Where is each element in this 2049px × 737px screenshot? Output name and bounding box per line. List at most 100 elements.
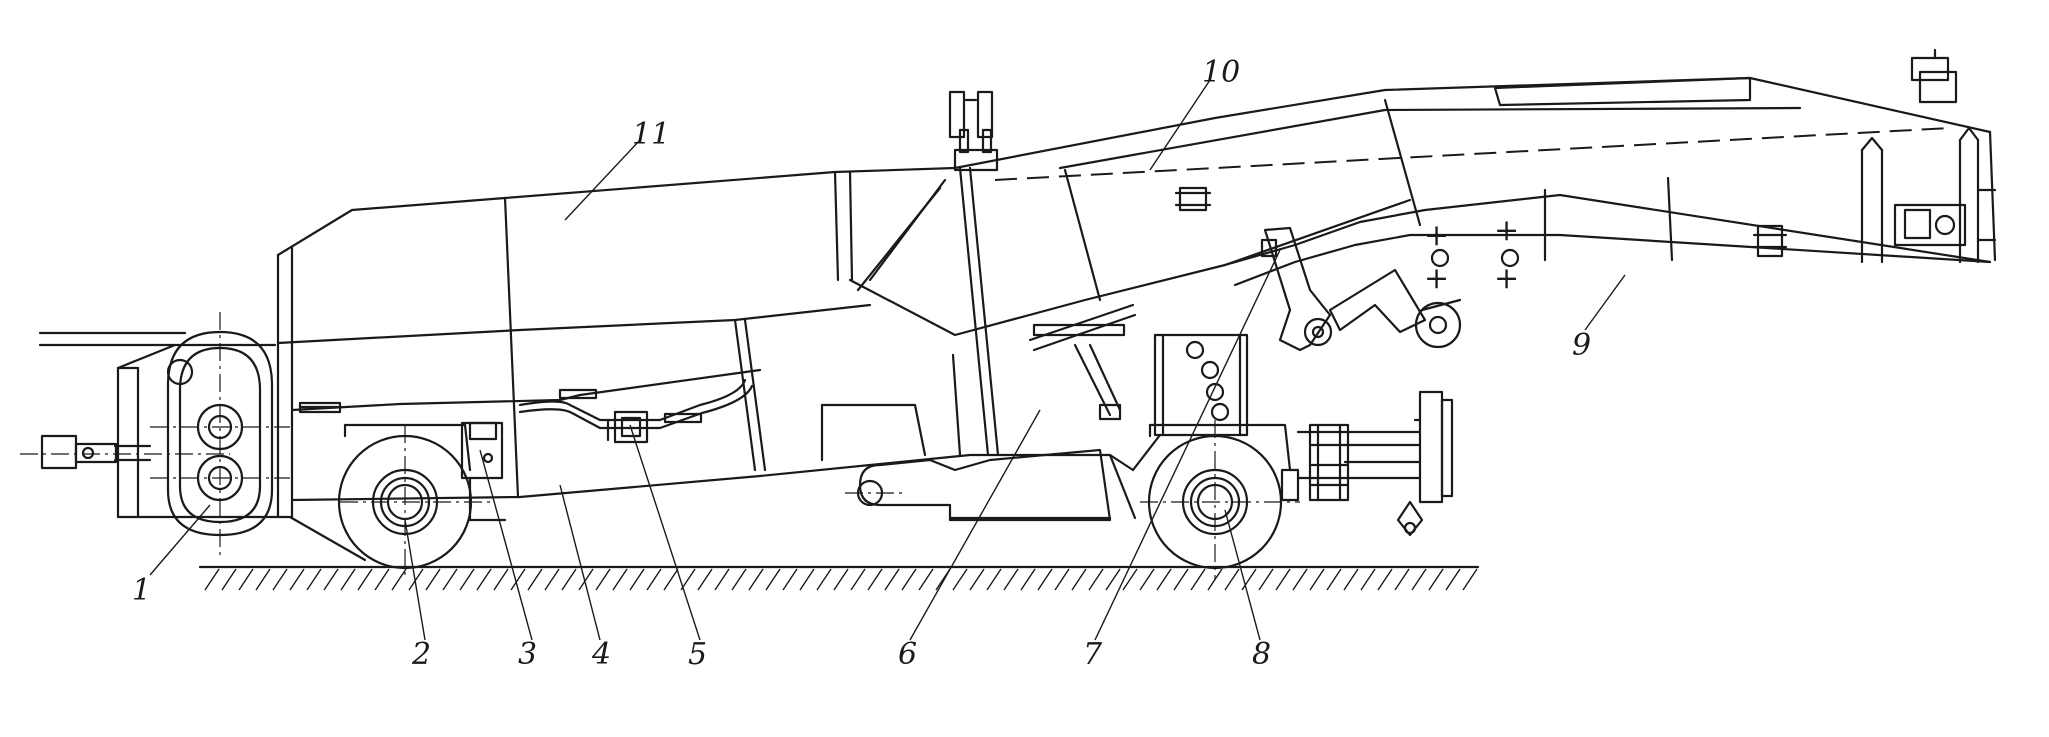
hatch-mark — [612, 568, 628, 591]
label-4: 4 — [591, 637, 611, 672]
hatch-mark — [969, 568, 985, 591]
label-11: 11 — [632, 117, 670, 152]
hatch-mark — [901, 568, 917, 591]
leader-lines — [149, 79, 1626, 641]
hatch-mark — [816, 568, 832, 591]
hatch-mark — [204, 568, 220, 591]
hatch-mark — [1309, 568, 1325, 591]
svg-text:+: + — [1494, 213, 1519, 248]
label-5: 5 — [688, 637, 707, 672]
hatch-mark — [1292, 568, 1308, 591]
hatch-mark — [340, 568, 356, 591]
hatch-mark — [1190, 568, 1206, 591]
rear-coupler — [1280, 390, 1454, 537]
label-2: 2 — [411, 637, 431, 672]
label-8: 8 — [1252, 637, 1271, 672]
hatch-mark — [850, 568, 866, 591]
front-drive-unit — [116, 312, 292, 560]
hatch-mark — [1411, 568, 1427, 591]
svg-text:+: + — [1494, 261, 1519, 296]
hatch-mark — [1037, 568, 1053, 591]
hatch-mark — [782, 568, 798, 591]
hatch-mark — [544, 568, 560, 591]
hatch-mark — [884, 568, 900, 591]
conveyor-boom: + + + + — [953, 48, 1997, 352]
svg-text:+: + — [1424, 218, 1449, 253]
hatch-mark — [578, 568, 594, 591]
hatch-mark — [1105, 568, 1121, 591]
ground — [198, 565, 1480, 591]
label-7: 7 — [1083, 637, 1103, 672]
hatch-mark — [425, 568, 441, 591]
hatch-mark — [1275, 568, 1291, 591]
hatch-mark — [646, 568, 662, 591]
hatch-mark — [408, 568, 424, 591]
hatch-mark — [527, 568, 543, 591]
hatch-mark — [731, 568, 747, 591]
hatch-mark — [459, 568, 475, 591]
hatch-mark — [799, 568, 815, 591]
hatch-mark — [238, 568, 254, 591]
hatch-mark — [374, 568, 390, 591]
front-coupler — [20, 331, 230, 470]
hatch-mark — [1428, 568, 1444, 591]
hatch-mark — [765, 568, 781, 591]
callout-labels: 1 2 3 4 5 6 7 8 9 10 11 — [132, 55, 1591, 672]
hatch-mark — [493, 568, 509, 591]
rear-lift-frame — [1028, 303, 1249, 472]
hatch-mark — [697, 568, 713, 591]
hatch-mark — [561, 568, 577, 591]
hatch-mark — [510, 568, 526, 591]
hatch-mark — [1020, 568, 1036, 591]
label-9: 9 — [1572, 328, 1591, 363]
label-3: 3 — [518, 637, 537, 672]
control-box — [460, 421, 507, 522]
hatch-mark — [306, 568, 322, 591]
hatch-mark — [595, 568, 611, 591]
hatch-mark — [442, 568, 458, 591]
hatch-mark — [629, 568, 645, 591]
hatch-mark — [1071, 568, 1087, 591]
hatch-mark — [1173, 568, 1189, 591]
hatch-mark — [1003, 568, 1019, 591]
hatch-mark — [1122, 568, 1138, 591]
label-10: 10 — [1202, 55, 1240, 90]
hatch-mark — [833, 568, 849, 591]
hatch-mark — [391, 568, 407, 591]
hatch-mark — [1343, 568, 1359, 591]
lower-frame — [820, 403, 1137, 522]
hatch-mark — [1156, 568, 1172, 591]
hatch-mark — [867, 568, 883, 591]
hatch-mark — [1326, 568, 1342, 591]
hatch-mark — [1258, 568, 1274, 591]
front-wheel — [337, 423, 490, 580]
hatch-mark — [357, 568, 373, 591]
hatch-mark — [748, 568, 764, 591]
hatch-mark — [663, 568, 679, 591]
svg-text:+: + — [1424, 261, 1449, 296]
rear-wheel — [1140, 420, 1300, 580]
hatch-mark — [1088, 568, 1104, 591]
hatch-mark — [952, 568, 968, 591]
hatch-mark — [1445, 568, 1461, 591]
hatch-mark — [1462, 568, 1478, 591]
hatch-mark — [1394, 568, 1410, 591]
hatch-mark — [1139, 568, 1155, 591]
hatch-mark — [1224, 568, 1240, 591]
hatch-mark — [1377, 568, 1393, 591]
hatch-mark — [918, 568, 934, 591]
label-6: 6 — [898, 637, 917, 672]
hatch-mark — [714, 568, 730, 591]
ground-hatching — [204, 568, 1478, 591]
hatch-mark — [221, 568, 237, 591]
hatch-mark — [289, 568, 305, 591]
hatch-mark — [1054, 568, 1070, 591]
hatch-mark — [476, 568, 492, 591]
hatch-mark — [323, 568, 339, 591]
hatch-mark — [1241, 568, 1257, 591]
operator-post — [948, 90, 999, 172]
label-1: 1 — [132, 573, 151, 608]
hatch-mark — [1360, 568, 1376, 591]
